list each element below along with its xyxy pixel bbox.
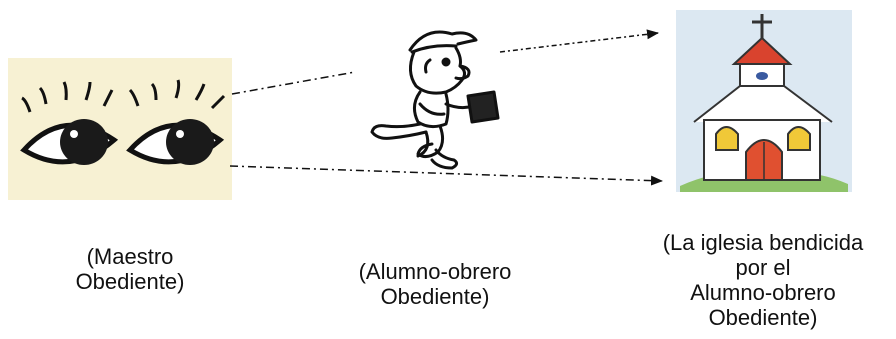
- church-icon: [676, 10, 852, 192]
- eyes-icon: [8, 58, 232, 200]
- walking-boy-with-book-icon: [370, 30, 500, 170]
- caption-student: (Alumno-obrero Obediente): [358, 259, 512, 309]
- eyes-to-church-arrow: [229, 165, 663, 186]
- connector-lines: [229, 29, 663, 186]
- boy-to-church-arrow: [499, 29, 659, 53]
- caption-teacher: (Maestro Obediente): [75, 244, 185, 294]
- eyes-to-boy-line: [231, 71, 356, 95]
- caption-church: (La iglesia bendicida por el Alumno-obre…: [662, 230, 864, 330]
